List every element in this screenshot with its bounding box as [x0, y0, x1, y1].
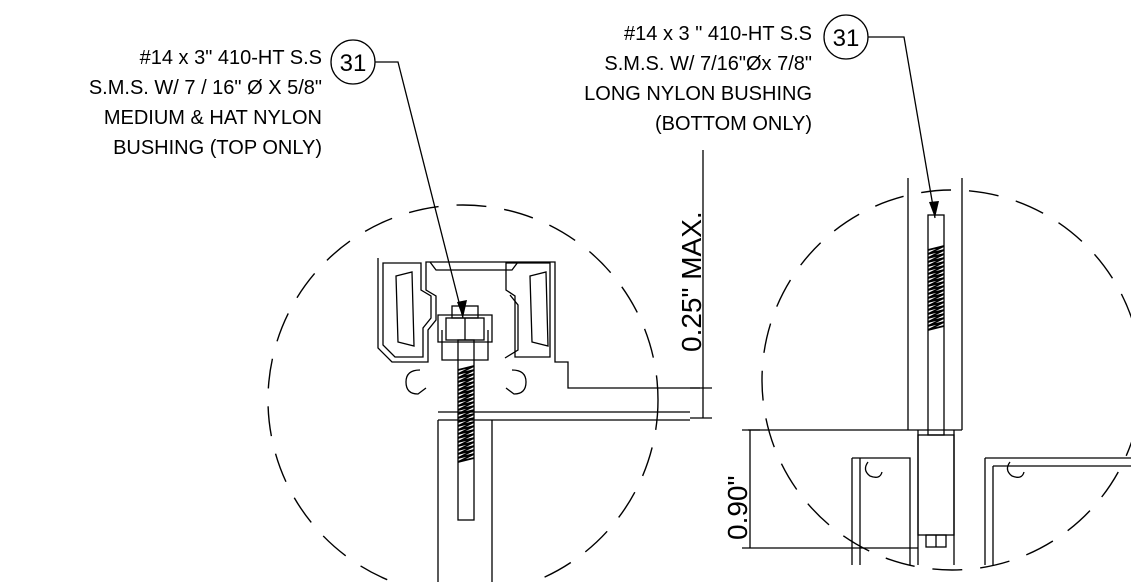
left-leader-line	[375, 61, 464, 319]
right-screw	[917, 214, 955, 548]
left-door-panel	[437, 411, 690, 582]
left-detail-circle	[267, 204, 659, 582]
left-callout-line-4: BUSHING (TOP ONLY)	[113, 137, 322, 159]
left-track-profile	[377, 258, 700, 395]
left-dimension-text: 0.25" MAX.	[676, 211, 707, 352]
left-leader-arrow	[457, 300, 467, 318]
right-callout-line-2: S.M.S. W/ 7/16"Øx 7/8"	[604, 53, 812, 75]
right-dimension: 0.90"	[722, 429, 918, 549]
left-balloon-number: 31	[340, 50, 367, 77]
right-callout-line-1: #14 x 3 " 410-HT S.S	[624, 23, 812, 45]
right-leader-line	[868, 36, 936, 219]
right-detail-circle	[761, 189, 1131, 571]
right-sill-track	[748, 429, 1131, 565]
right-callout-line-4: (BOTTOM ONLY)	[655, 113, 812, 135]
left-callout-line-1: #14 x 3" 410-HT S.S	[140, 47, 322, 69]
right-dimension-text: 0.90"	[722, 476, 753, 540]
left-screw	[445, 305, 485, 521]
left-detail: #14 x 3" 410-HT S.S S.M.S. W/ 7 / 16" Ø …	[89, 39, 712, 582]
right-balloon-number: 31	[833, 25, 860, 52]
left-callout-line-2: S.M.S. W/ 7 / 16" Ø X 5/8"	[89, 77, 322, 99]
left-dimension: 0.25" MAX.	[676, 150, 712, 419]
right-callout-line-3: LONG NYLON BUSHING	[584, 83, 812, 105]
right-leader-arrow	[929, 201, 939, 218]
right-door-stile	[907, 178, 963, 431]
right-detail: #14 x 3 " 410-HT S.S S.M.S. W/ 7/16"Øx 7…	[584, 14, 1131, 571]
left-callout-line-3: MEDIUM & HAT NYLON	[104, 107, 322, 129]
